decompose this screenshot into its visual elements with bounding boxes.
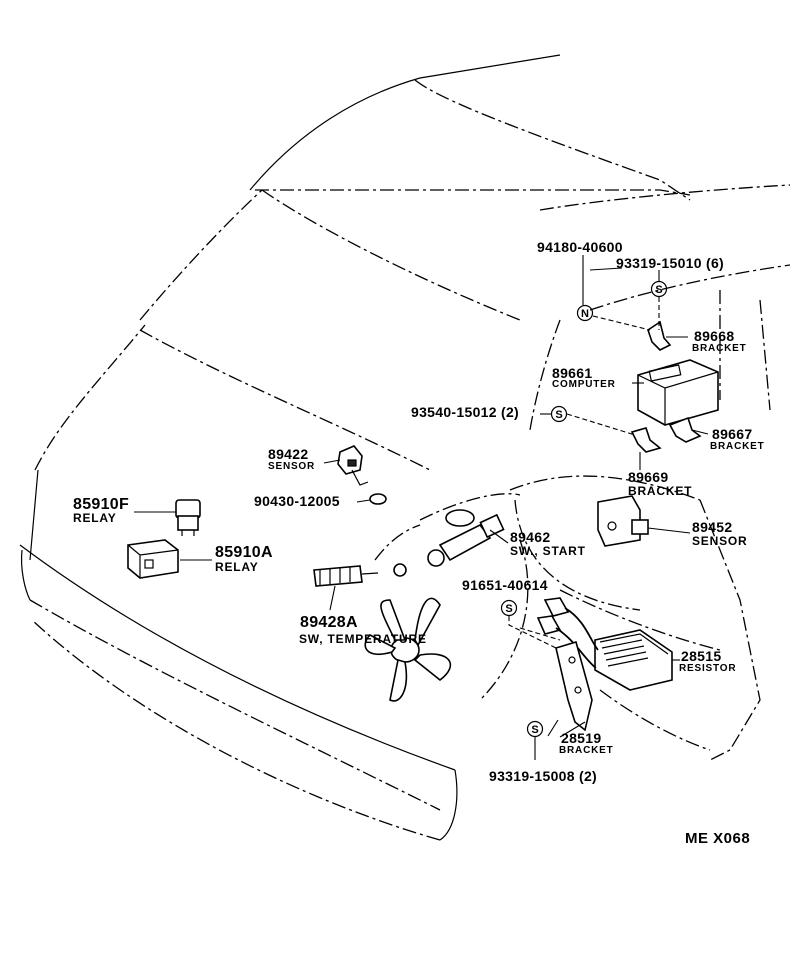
part-number-89452: 89452 xyxy=(692,519,733,535)
part-name-89669: BRACKET xyxy=(628,484,693,498)
part-number-94180-40600: 94180-40600 xyxy=(537,239,623,255)
part-name-89661: COMPUTER xyxy=(552,379,616,390)
fastener-symbols: N S S S S xyxy=(500,280,668,738)
part-name-89428A: SW, TEMPERATURE xyxy=(299,632,427,646)
part-name-89668: BRACKET xyxy=(692,343,747,354)
screw-symbol-93540: S xyxy=(555,409,562,421)
part-name-85910A: RELAY xyxy=(215,560,259,574)
diagram-code: ME X068 xyxy=(685,830,751,847)
sensor-89422-drawing xyxy=(337,445,387,505)
vehicle-body-outline xyxy=(19,54,791,841)
part-number-28515: 28515 xyxy=(681,648,722,664)
part-number-89667: 89667 xyxy=(712,426,753,442)
part-name-89667: BRACKET xyxy=(710,441,765,452)
screw-symbol-93319a: S xyxy=(655,284,662,296)
part-name-28519: BRACKET xyxy=(559,745,614,756)
part-name-89452: SENSOR xyxy=(692,534,748,548)
part-number-28519: 28519 xyxy=(561,730,602,746)
temperature-switch-drawing xyxy=(313,565,379,587)
screw-symbol-91651: S xyxy=(505,603,512,615)
relay-85910a-drawing xyxy=(127,539,179,579)
part-name-89462: SW., START xyxy=(510,544,586,558)
part-number-85910A: 85910A xyxy=(215,544,273,561)
leader-lines xyxy=(134,255,709,760)
radiator-fan-drawing xyxy=(364,597,452,702)
part-number-89422: 89422 xyxy=(268,446,309,462)
nut-symbol: N xyxy=(581,308,589,320)
relay-85910f-drawing xyxy=(175,499,201,536)
part-name-28515: RESISTOR xyxy=(679,663,737,674)
part-number-89428A: 89428A xyxy=(300,614,358,631)
part-number-89462: 89462 xyxy=(510,529,551,545)
part-number-89668: 89668 xyxy=(694,328,735,344)
sensor-89452-drawing xyxy=(597,495,649,547)
part-number-93540-15012: 93540-15012 (2) xyxy=(411,404,520,420)
part-number-93319-15008: 93319-15008 (2) xyxy=(489,768,598,784)
resistor-drawing xyxy=(536,597,673,691)
bracket-28519-drawing xyxy=(555,640,593,732)
part-number-91651-40614: 91651-40614 xyxy=(462,577,548,593)
start-switch-drawing xyxy=(393,509,505,577)
part-number-85910F: 85910F xyxy=(73,496,130,513)
part-number-89661: 89661 xyxy=(552,365,593,381)
part-name-85910F: RELAY xyxy=(73,511,117,525)
part-number-90430-12005: 90430-12005 xyxy=(254,493,340,509)
screw-symbol-93319b: S xyxy=(531,724,538,736)
part-number-93319-15010: 93319-15010 (6) xyxy=(616,255,725,271)
part-name-89422: SENSOR xyxy=(268,461,316,472)
computer-drawing xyxy=(637,359,719,426)
part-number-89669: 89669 xyxy=(628,469,669,485)
bracket-drawings xyxy=(630,320,702,453)
